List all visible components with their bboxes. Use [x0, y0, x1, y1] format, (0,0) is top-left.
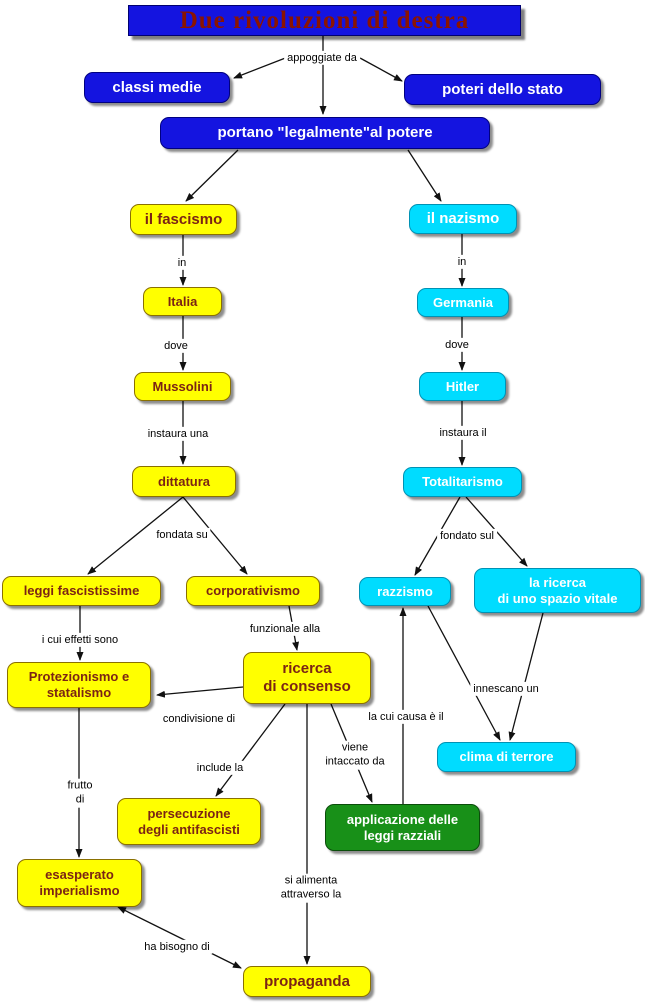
link-label-include-la: include la: [193, 760, 247, 776]
link-label-instaura-una: instaura una: [144, 426, 212, 442]
node-hitler[interactable]: Hitler: [419, 372, 506, 401]
node-title[interactable]: Due rivoluzioni di destra: [128, 5, 521, 36]
node-mussolini[interactable]: Mussolini: [134, 372, 231, 401]
link-label-viene-intaccato-da: viene intaccato da: [322, 740, 388, 770]
arrow-portano-fascismo: [185, 149, 239, 202]
link-label-fondata-su: fondata su: [153, 527, 211, 543]
node-protezionismo-statalismo[interactable]: Protezionismo e statalismo: [7, 662, 151, 708]
node-razzismo[interactable]: razzismo: [359, 577, 451, 606]
link-label-in-left: in: [174, 255, 190, 271]
arrow-title-poteri-stato: [359, 57, 403, 82]
node-persecuzione-antifascisti[interactable]: persecuzione degli antifascisti: [117, 798, 261, 845]
arrow-title-classi-medie: [233, 56, 289, 79]
link-label-condivisione-di: condivisione di: [159, 711, 239, 727]
node-dittatura[interactable]: dittatura: [132, 466, 236, 497]
link-label-si-alimenta: si alimenta attraverso la: [277, 873, 345, 903]
arrow-dittatura-leggi: [87, 496, 184, 575]
node-ricerca-di-consenso[interactable]: ricerca di consenso: [243, 652, 371, 704]
node-spazio-vitale[interactable]: la ricerca di uno spazio vitale: [474, 568, 641, 613]
link-label-la-cui-causa: la cui causa è il: [365, 709, 447, 725]
arrow-ricerca-protezionismo: [156, 686, 244, 698]
arrow-razzismo-clima: [427, 605, 501, 741]
link-label-in-right: in: [454, 254, 470, 270]
node-classi-medie[interactable]: classi medie: [84, 72, 230, 103]
arrow-portano-nazismo: [407, 149, 442, 202]
link-label-dove-left: dove: [161, 338, 191, 354]
node-corporativismo[interactable]: corporativismo: [186, 576, 320, 606]
arrow-dittatura-corporativismo: [182, 496, 248, 575]
link-label-dove-right: dove: [442, 337, 472, 353]
node-portano-al-potere[interactable]: portano "legalmente"al potere: [160, 117, 490, 149]
link-label-frutto-di: frutto di: [64, 778, 96, 808]
node-totalitarismo[interactable]: Totalitarismo: [403, 467, 522, 497]
node-poteri-dello-stato[interactable]: poteri dello stato: [404, 74, 601, 105]
node-il-fascismo[interactable]: il fascismo: [130, 204, 237, 235]
arrow-ricerca-persecuzione: [215, 703, 286, 797]
link-label-ha-bisogno-di: ha bisogno di: [141, 939, 213, 955]
link-label-innescano-un: innescano un: [470, 681, 542, 697]
node-germania[interactable]: Germania: [417, 288, 509, 317]
arrow-spazio-clima: [508, 612, 544, 741]
link-label-instaura-il: instaura il: [436, 425, 490, 441]
link-label-fondato-sul: fondato sul: [437, 528, 497, 544]
node-italia[interactable]: Italia: [143, 287, 222, 316]
arrow-esasperato-propaganda: [117, 906, 242, 969]
node-il-nazismo[interactable]: il nazismo: [409, 204, 517, 234]
link-label-appoggiate-da: appoggiate da: [284, 50, 360, 66]
link-label-funzionale-alla: funzionale alla: [246, 621, 324, 637]
node-leggi-fascistissime[interactable]: leggi fascistissime: [2, 576, 161, 606]
node-esasperato-imperialismo[interactable]: esasperato imperialismo: [17, 859, 142, 907]
link-label-i-cui-effetti-sono: i cui effetti sono: [38, 632, 122, 648]
node-propaganda[interactable]: propaganda: [243, 966, 371, 997]
node-clima-di-terrore[interactable]: clima di terrore: [437, 742, 576, 772]
node-applicazione-leggi-razziali[interactable]: applicazione delle leggi razziali: [325, 804, 480, 851]
